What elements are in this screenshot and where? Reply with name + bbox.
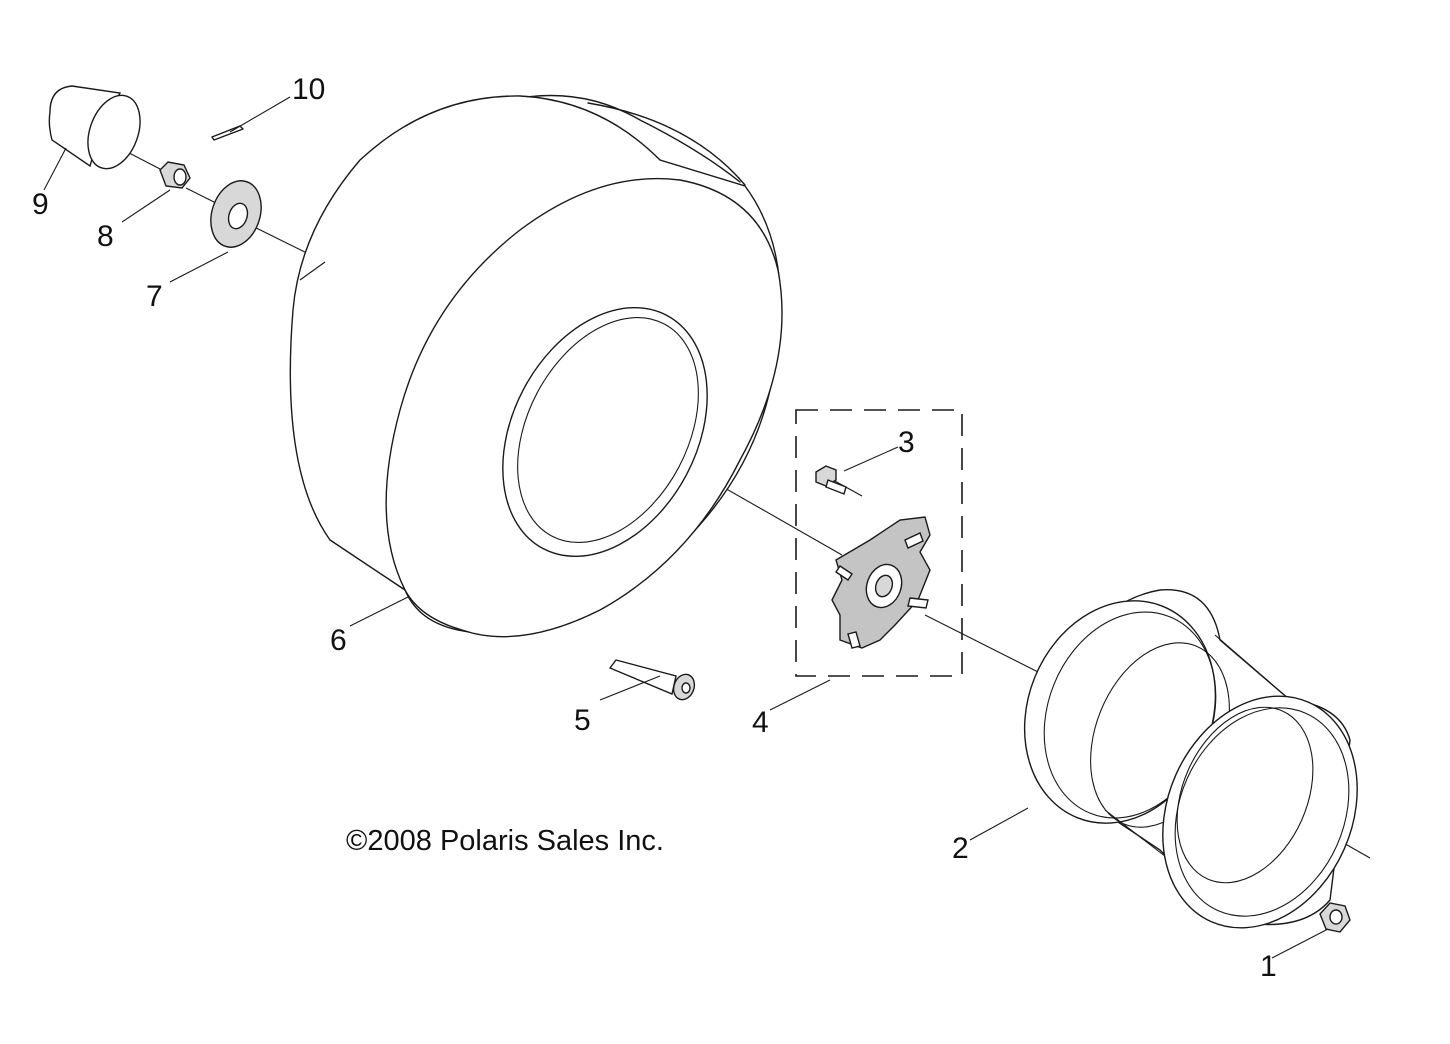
hub-assembly-part-4 bbox=[795, 409, 963, 677]
washer-part-7 bbox=[210, 180, 262, 248]
leader-lines bbox=[43, 96, 1329, 959]
callout-2: 2 bbox=[952, 832, 969, 865]
tire-part-6 bbox=[289, 94, 783, 638]
wheel-cap-part-9 bbox=[48, 85, 141, 170]
callout-8: 8 bbox=[97, 220, 114, 253]
callout-9: 9 bbox=[32, 188, 49, 221]
callout-numbers: 1 2 3 4 5 6 7 8 9 10 bbox=[32, 73, 1277, 983]
callout-5: 5 bbox=[574, 704, 591, 737]
callout-3: 3 bbox=[898, 426, 915, 459]
callout-10: 10 bbox=[292, 73, 325, 106]
callout-1: 1 bbox=[1260, 950, 1277, 983]
valve-stem-part-5 bbox=[608, 659, 696, 701]
copyright-text: ©2008 Polaris Sales Inc. bbox=[346, 825, 664, 857]
callout-4: 4 bbox=[752, 706, 769, 739]
castle-nut-part-8 bbox=[159, 161, 191, 189]
lug-nut-part-1 bbox=[1319, 902, 1351, 933]
wheel-rim-part-2 bbox=[1023, 589, 1358, 929]
callout-7: 7 bbox=[146, 280, 163, 313]
cotter-pin-part-10 bbox=[211, 125, 244, 141]
callout-6: 6 bbox=[330, 624, 347, 657]
wheel-bolt-part-3 bbox=[815, 465, 847, 495]
